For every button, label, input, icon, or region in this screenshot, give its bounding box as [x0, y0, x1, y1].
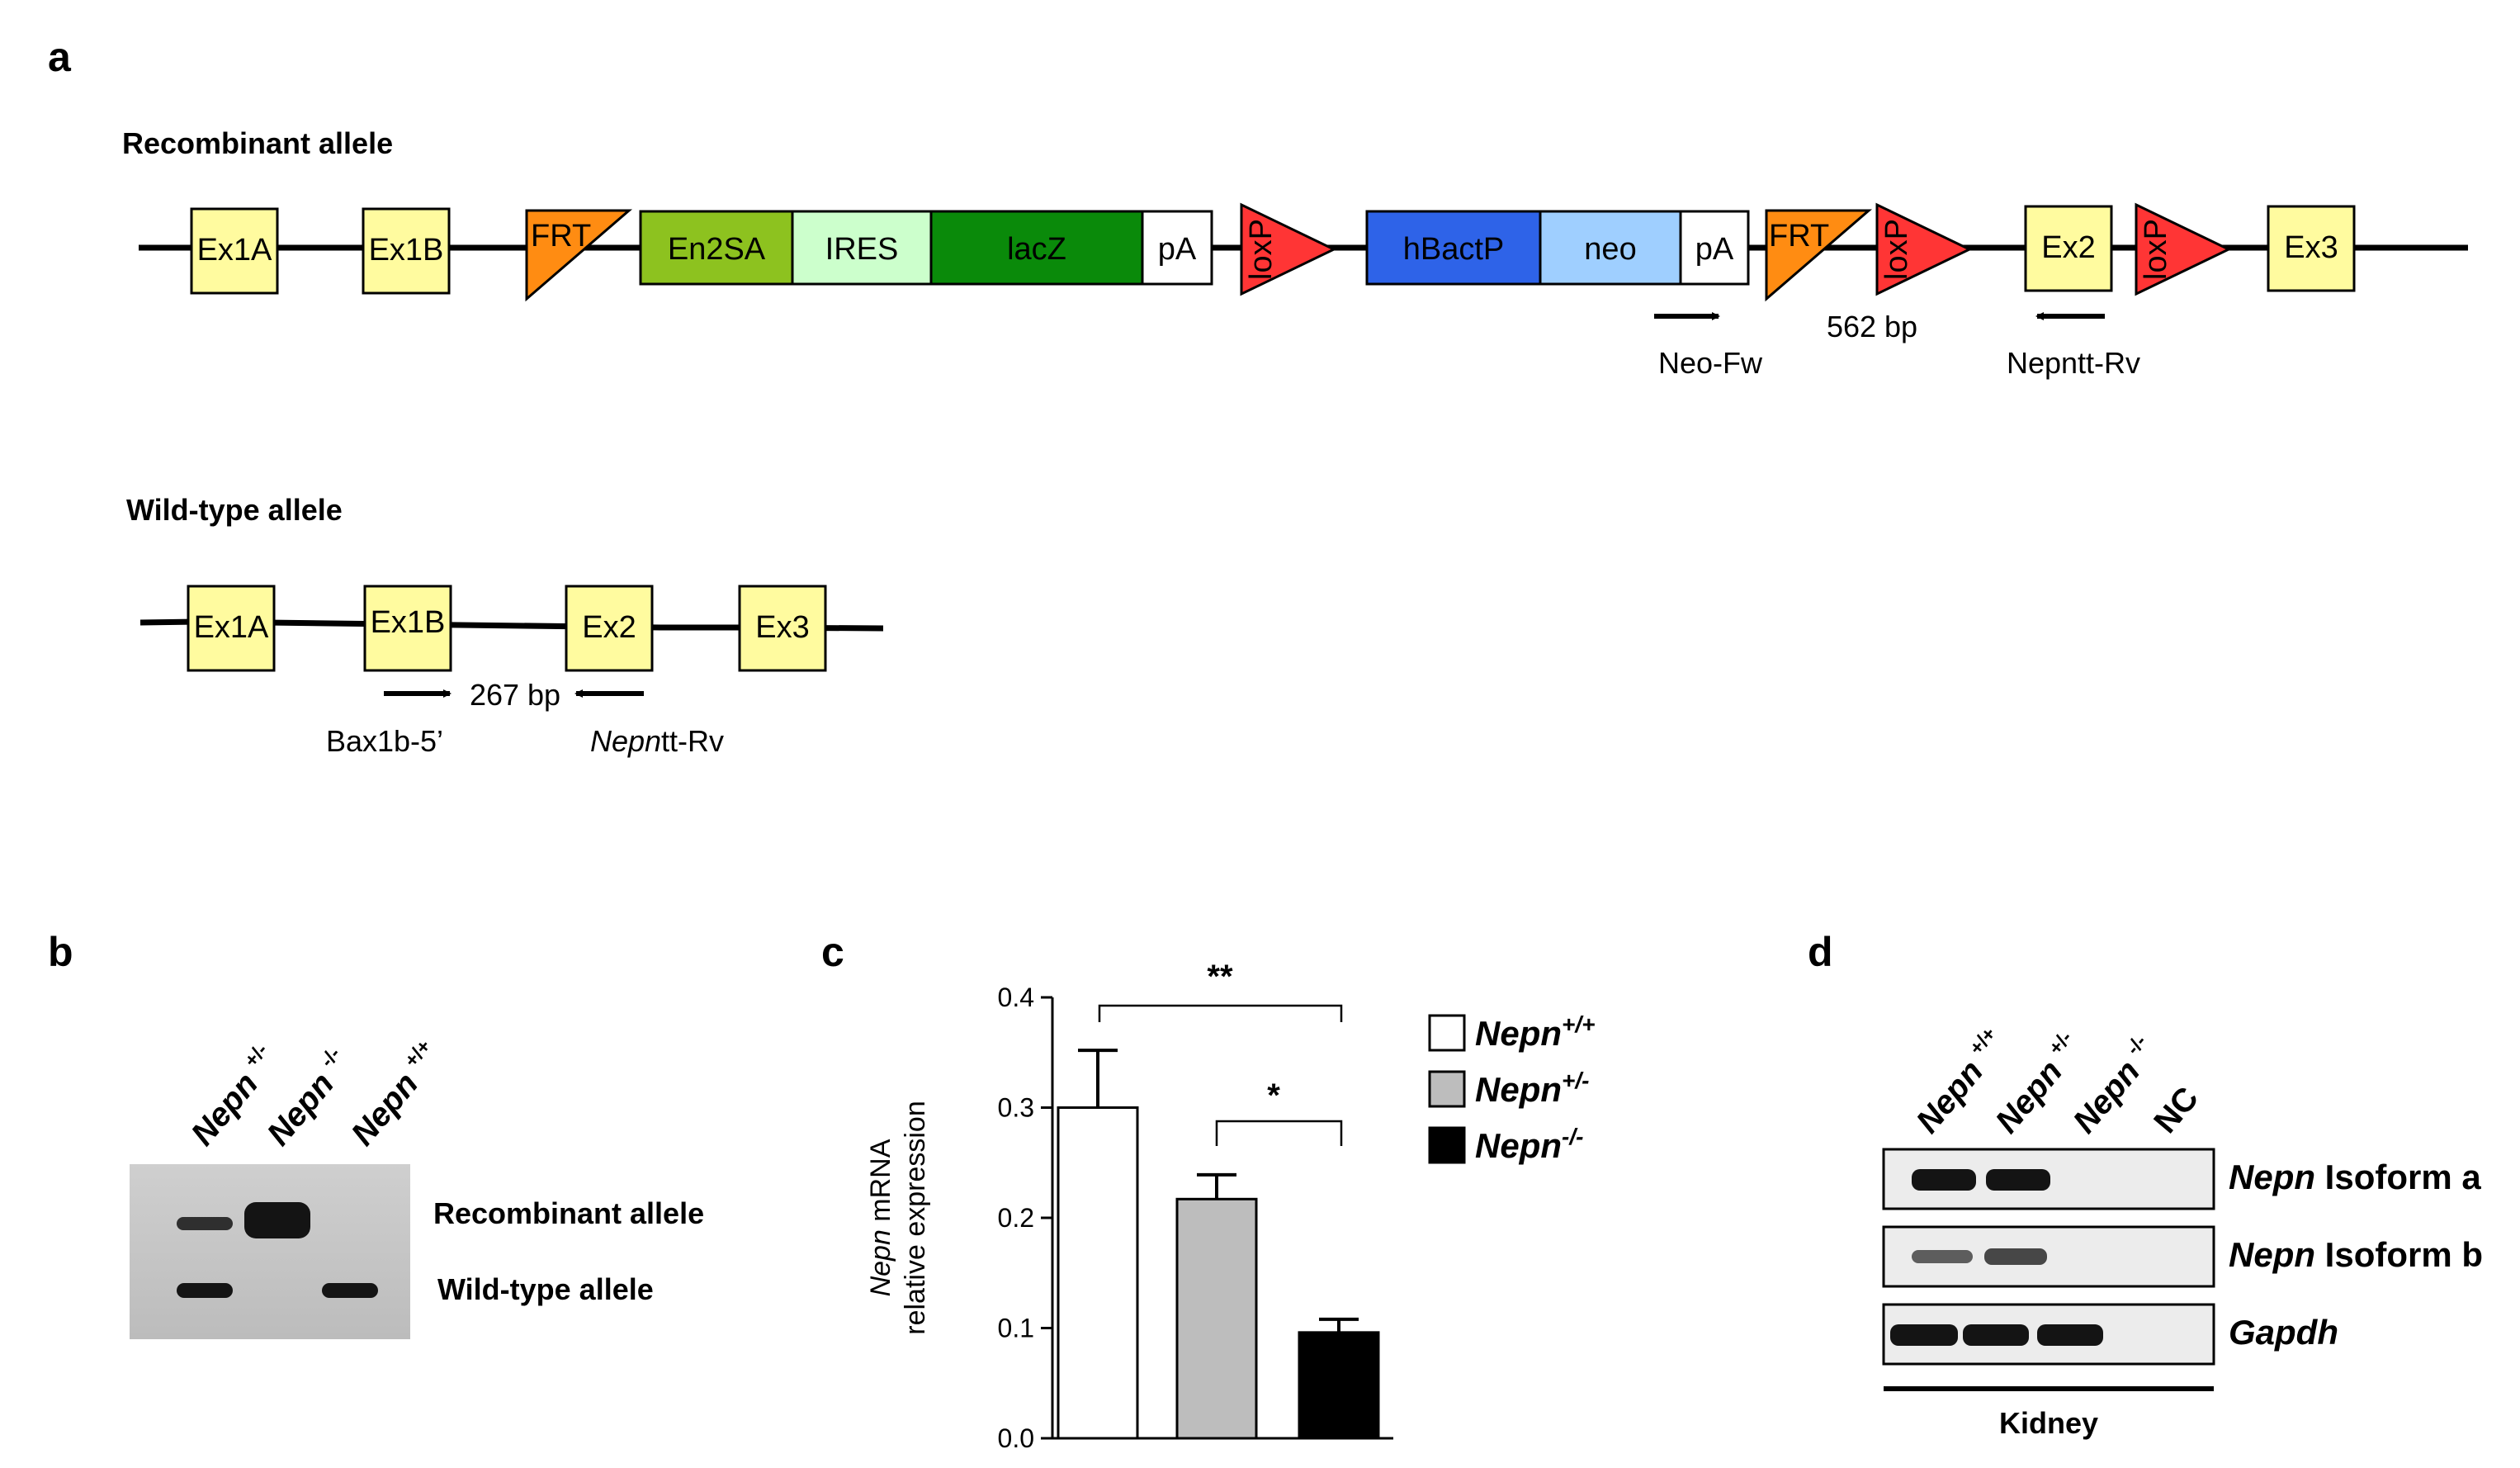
svg-text:Ex1B: Ex1B	[369, 233, 444, 268]
gel-d-gapdh-label: Gapdh	[2229, 1313, 2338, 1352]
gel-b-lane-2-label: Nepn-/-	[258, 1043, 358, 1152]
y-tick-label: 0.1	[998, 1314, 1034, 1343]
recombinant-ex3: Ex3	[2267, 205, 2356, 292]
y-tick-label: 0.0	[998, 1423, 1034, 1453]
gel-b-bands	[177, 1202, 378, 1298]
gel-d-isoform-b	[1882, 1225, 2215, 1288]
svg-text:Ex2: Ex2	[582, 610, 636, 645]
gel-d-nc-label: NC	[2147, 1080, 2206, 1140]
ires-label: IRES	[825, 232, 899, 267]
y-tick-label: 0.3	[998, 1093, 1034, 1123]
wildtype-rv-label: Nepntt-Rv	[590, 724, 724, 758]
svg-text:Ex3: Ex3	[2284, 230, 2338, 265]
loxp-site-3: loxP	[2135, 202, 2232, 296]
svg-text:FRT: FRT	[1769, 219, 1829, 253]
recombinant-product-size: 562 bp	[1827, 310, 1917, 343]
frt-site-2: FRT	[1765, 209, 1873, 302]
panel-label-c: c	[821, 929, 844, 975]
bar-2	[1175, 1197, 1258, 1440]
pa-label-1: pA	[1158, 232, 1197, 267]
svg-text:Ex3: Ex3	[755, 610, 809, 645]
gel-b-recombinant-label: Recombinant allele	[433, 1196, 704, 1230]
wildtype-ex3: Ex3	[738, 585, 827, 672]
svg-text:Ex1A: Ex1A	[197, 233, 272, 268]
pa-label-2: pA	[1695, 232, 1734, 267]
legend-item-ko: Nepn-/-	[1428, 1124, 1583, 1165]
chart-legend: Nepn+/+ Nepn+/- Nepn-/-	[1428, 1011, 1595, 1165]
loxp-site-1: loxP	[1240, 202, 1337, 296]
en2sa-label: En2SA	[668, 232, 766, 267]
legend-item-het: Nepn+/-	[1428, 1068, 1589, 1109]
panel-label-a: a	[48, 34, 72, 80]
y-axis-label-line2: relative expression	[900, 1101, 931, 1334]
svg-text:Ex2: Ex2	[2041, 230, 2095, 265]
cassette-2: hBactP neo pA	[1365, 210, 1750, 286]
recombinant-ex2: Ex2	[2024, 205, 2113, 292]
y-tick-label: 0.2	[998, 1203, 1034, 1233]
recombinant-ex1b: Ex1B	[362, 207, 451, 295]
gel-b-lane-3-label: Nepn+/+	[342, 1035, 449, 1153]
panel-label-d: d	[1808, 929, 1833, 975]
bax1b-label: Bax1b-5’	[326, 724, 443, 758]
neo-box	[1539, 210, 1682, 286]
lacz-box	[929, 210, 1144, 286]
pa-box-2	[1679, 210, 1750, 286]
wildtype-ex1a: Ex1A	[187, 585, 276, 672]
sig-bracket-2	[1215, 1120, 1343, 1146]
legend-swatch-wt	[1428, 1014, 1466, 1052]
sig-label-2: *	[1267, 1077, 1280, 1114]
gel-d-isoform-a	[1882, 1148, 2215, 1210]
gel-d-isoform-b-label: Nepn Isoform b	[2229, 1235, 2483, 1274]
hbactp-label: hBactP	[1403, 232, 1505, 267]
lacz-label: lacZ	[1007, 232, 1066, 267]
svg-text:loxP: loxP	[1244, 219, 1279, 280]
gel-d-gapdh	[1882, 1303, 2215, 1366]
en2sa-box	[639, 210, 794, 286]
svg-text:loxP: loxP	[1879, 219, 1914, 280]
wildtype-ex2: Ex2	[565, 585, 654, 672]
bar-3	[1298, 1331, 1380, 1440]
legend-swatch-ko	[1428, 1126, 1466, 1164]
recombinant-ex1a: Ex1A	[190, 207, 279, 295]
wildtype-ex1b: Ex1B	[363, 585, 452, 672]
ires-box	[791, 210, 933, 286]
bar-chart: 0.0 0.1 0.2 0.3 0.4 Nepn mRNA relative expre…	[865, 959, 1393, 1453]
wildtype-allele-title: Wild-type allele	[126, 493, 343, 527]
recombinant-allele-title: Recombinant allele	[122, 126, 393, 160]
gel-b-image	[130, 1164, 410, 1339]
svg-text:Ex1B: Ex1B	[371, 605, 446, 640]
bar-1	[1057, 1106, 1139, 1440]
legend-item-wt: Nepn+/+	[1428, 1011, 1595, 1053]
sig-bracket-1	[1098, 1004, 1343, 1022]
cassette-1: En2SA IRES lacZ pA	[639, 210, 1213, 286]
svg-text:FRT: FRT	[531, 219, 591, 253]
gel-d-lane-3-label: Nepn-/-	[2064, 1030, 2164, 1139]
gel-b-wildtype-label: Wild-type allele	[437, 1272, 654, 1306]
svg-text:Ex1A: Ex1A	[194, 610, 269, 645]
legend-label-ko: Nepn-/-	[1475, 1124, 1583, 1165]
y-tick-label: 0.4	[998, 983, 1034, 1012]
neo-fw-label: Neo-Fw	[1658, 346, 1763, 380]
legend-label-wt: Nepn+/+	[1475, 1011, 1595, 1053]
loxp-site-2: loxP	[1875, 202, 1973, 296]
legend-label-het: Nepn+/-	[1475, 1068, 1589, 1109]
wildtype-product-size: 267 bp	[470, 678, 560, 712]
pa-box-1	[1141, 210, 1213, 286]
sig-label-1: **	[1207, 959, 1233, 995]
y-axis-label-line1: Nepn mRNA	[865, 1139, 896, 1296]
nepntt-rv-label: Nepntt-Rv	[2007, 346, 2140, 380]
gel-d-isoform-a-label: Nepn Isoform a	[2229, 1158, 2481, 1196]
kidney-label: Kidney	[1999, 1406, 2098, 1440]
panel-label-b: b	[48, 929, 73, 975]
legend-swatch-het	[1428, 1070, 1466, 1108]
neo-label: neo	[1584, 232, 1636, 267]
frt-site-1: FRT	[525, 209, 633, 302]
svg-text:loxP: loxP	[2139, 219, 2173, 280]
